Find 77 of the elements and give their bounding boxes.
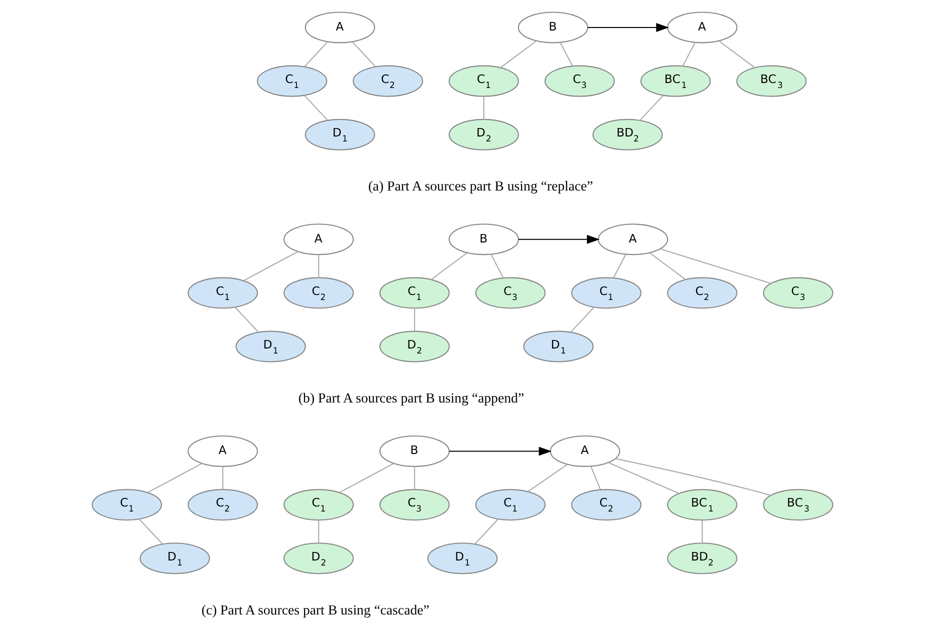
node-ellipse: A [188, 435, 258, 467]
arrow [449, 446, 552, 456]
node-ellipse: B [518, 12, 588, 44]
node-ellipse: D$_{1}$ [140, 542, 210, 574]
node-ellipse: C$_{2}$ [667, 277, 738, 309]
node-ellipse: D$_{2}$ [379, 330, 450, 362]
node-ellipse: C$_{2}$ [352, 65, 424, 97]
node-ellipse: C$_{1}$ [284, 489, 354, 521]
connector [500, 40, 537, 68]
node-ellipse: A [598, 224, 668, 256]
connector [682, 42, 696, 66]
node-ellipse: C$_{1}$ [571, 277, 642, 309]
connector [660, 248, 772, 284]
connector [222, 466, 224, 490]
node-ellipse: C$_{3}$ [544, 65, 615, 97]
node-ellipse: D$_{1}$ [236, 330, 306, 362]
connector [590, 466, 601, 490]
connector [304, 95, 328, 121]
connector [430, 252, 468, 280]
node-ellipse: D$_{2}$ [284, 542, 354, 574]
connector [570, 306, 594, 332]
node-ellipse: C$_{2}$ [188, 489, 258, 521]
node-ellipse: C$_{3}$ [475, 277, 546, 309]
connector [613, 254, 626, 278]
node-ellipse: C$_{1}$ [92, 489, 162, 521]
connector [615, 458, 771, 496]
arrow [518, 234, 600, 244]
connector [147, 462, 202, 494]
label: (b) Part A sources part B using “append” [298, 390, 524, 406]
node-ellipse: D$_{1}$ [304, 118, 376, 150]
node-ellipse: C$_{2}$ [284, 277, 354, 309]
connector [718, 40, 756, 68]
connector [234, 306, 259, 332]
connector [560, 42, 574, 66]
node-ellipse: C$_{1}$ [448, 65, 519, 97]
node-ellipse: C$_{1}$ [256, 65, 328, 97]
connector [490, 254, 504, 278]
node-ellipse: BC$_{1}$ [640, 65, 711, 97]
connector [138, 518, 163, 544]
label: (a) Part A sources part B using “replace” [368, 178, 594, 194]
node-ellipse: C$_{3}$ [762, 277, 834, 309]
connector [318, 520, 320, 544]
node-ellipse: C$_{3}$ [379, 489, 450, 521]
connector [649, 252, 686, 280]
connector [414, 466, 416, 490]
node-ellipse: C$_{1}$ [188, 277, 258, 309]
connector [243, 251, 298, 282]
connector [702, 520, 703, 544]
node-ellipse: BC$_{3}$ [762, 489, 834, 521]
node-ellipse: C$_{2}$ [571, 489, 642, 521]
node-ellipse: B [379, 435, 450, 467]
connector [352, 41, 376, 67]
node-ellipse: C$_{1}$ [475, 489, 546, 521]
connector [483, 96, 484, 120]
connector [339, 462, 394, 494]
connector [528, 464, 568, 492]
connector [640, 95, 664, 121]
node-ellipse: A [284, 224, 354, 256]
node-ellipse: A [550, 435, 620, 467]
node-ellipse: B [448, 224, 519, 256]
node-ellipse: A [304, 12, 376, 44]
connector [608, 462, 679, 494]
connector [414, 308, 416, 332]
label: (c) Part A sources part B using “cascade” [201, 602, 430, 618]
node-ellipse: D$_{1}$ [427, 542, 498, 574]
node-ellipse: D$_{2}$ [448, 118, 519, 150]
node-ellipse: BD$_{2}$ [592, 118, 663, 150]
node-ellipse: C$_{1}$ [379, 277, 450, 309]
node-ellipse: BD$_{2}$ [667, 542, 738, 574]
node-ellipse: BC$_{3}$ [736, 65, 807, 97]
connector [304, 41, 328, 67]
node-ellipse: A [667, 12, 738, 44]
arrow [588, 23, 669, 32]
node-ellipse: BC$_{1}$ [667, 489, 738, 521]
node-ellipse: D$_{1}$ [523, 330, 594, 362]
connector [318, 254, 320, 278]
connector [474, 518, 498, 544]
